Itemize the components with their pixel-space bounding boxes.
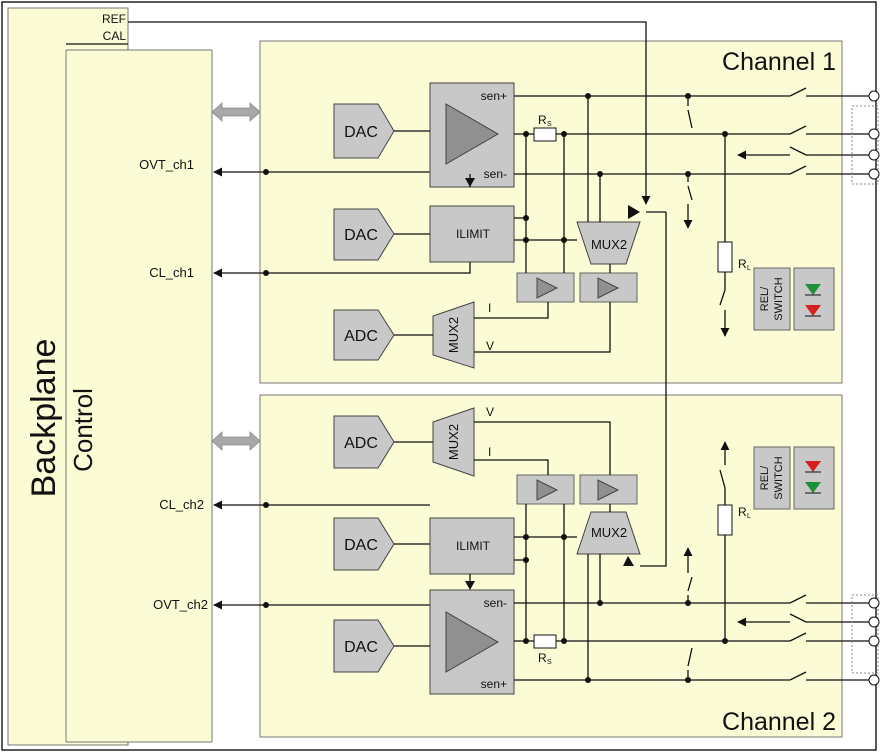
cal-label: CAL [103,29,127,43]
ch1-led-green [805,284,821,295]
ch2-adc-label: ADC [344,435,378,452]
control-panel [65,49,213,743]
ch1-ilimit [429,205,515,263]
ch1-buffer-i [516,272,575,303]
ch1-rl [717,241,733,273]
ch1-dac-top [333,103,395,159]
ch2-rl [717,504,733,536]
ch1-bus-arrow [211,102,261,122]
ovt-ch2-label: OVT_ch2 [153,597,208,612]
channel2-blocks [333,407,880,695]
ch1-sen-minus-label: sen- [484,167,507,181]
ch2-rel1-label: REL/ [759,465,771,490]
ch1-rel-switch [753,267,791,331]
ch2-mux-adc [432,407,475,477]
ch1-rel2-label: SWITCH [773,277,785,320]
ch1-led-red [805,305,821,316]
ch2-mux-sel [576,511,641,555]
ch1-i-label: I [488,301,491,315]
ch2-led-green [805,482,821,493]
ch2-ilimit-label: ILIMIT [456,539,491,553]
ch2-rel-switch [753,446,791,510]
backplane-label: Backplane [25,339,63,498]
ch1-rs [533,127,557,142]
ch1-dac-top-label: DAC [344,124,378,141]
ref-cal-lines [66,21,667,567]
ch2-mux-adc-label: MUX2 [446,424,461,460]
ch2-sen-minus-label: sen- [484,596,507,610]
ch1-v-label: V [486,339,494,353]
ch2-led-red [805,461,821,472]
ch1-mux-sel [576,221,641,265]
ch2-mux-sel-label: MUX2 [591,525,627,540]
ch2-dac-bot-label: DAC [344,639,378,656]
ch1-rs-sub: S [547,121,552,128]
ch1-amp-triangle [445,103,500,165]
ch2-i-label: I [488,445,491,459]
ch2-amp-triangle [445,611,500,673]
ch1-adc-label: ADC [344,328,378,345]
channel1-blocks [333,82,880,369]
ch2-led-box [793,446,835,510]
cl-ch2-label: CL_ch2 [159,497,204,512]
ch2-dac-mid-label: DAC [344,537,378,554]
ch1-mux-sel-label: MUX2 [591,237,627,252]
ch2-dac-mid [333,517,395,571]
ch2-rel2-label: SWITCH [773,456,785,499]
ch2-rl-label: R [738,505,747,519]
ch2-dac-bot [333,619,395,673]
ovt-ch1-label: OVT_ch1 [139,157,194,172]
ch2-adc [333,415,395,469]
ch1-sen-plus-label: sen+ [481,89,507,103]
ch1-led-box [793,267,835,331]
ch2-rs-label: R [538,651,547,665]
ch2-bus-arrow [211,431,261,451]
ch1-ilimit-label: ILIMIT [456,227,491,241]
ch1-rl-sub: L [747,265,751,272]
ch2-rl-sub: L [747,513,751,520]
ch1-dac-mid [333,208,395,261]
ch2-rs-sub: S [547,659,552,666]
channel1-title: Channel 1 [722,48,836,76]
control-label: Control [68,388,98,472]
ref-label: REF [102,12,126,26]
cl-ch1-line [213,262,471,278]
ch2-ilimit [429,517,515,575]
ch1-mux-adc-label: MUX2 [446,317,461,353]
ch1-adc [333,309,395,361]
ch1-rl-label: R [738,257,747,271]
cl-ch1-label: CL_ch1 [149,265,194,280]
ch1-rs-label: R [538,113,547,127]
ch1-dac-mid-label: DAC [344,227,378,244]
ch1-rel1-label: REL/ [759,286,771,311]
ch2-sen-plus-label: sen+ [481,677,507,691]
ch2-rs [533,634,557,649]
channel2-title: Channel 2 [722,708,836,736]
ch1-mux-adc [432,301,475,369]
ch2-v-label: V [486,405,494,419]
